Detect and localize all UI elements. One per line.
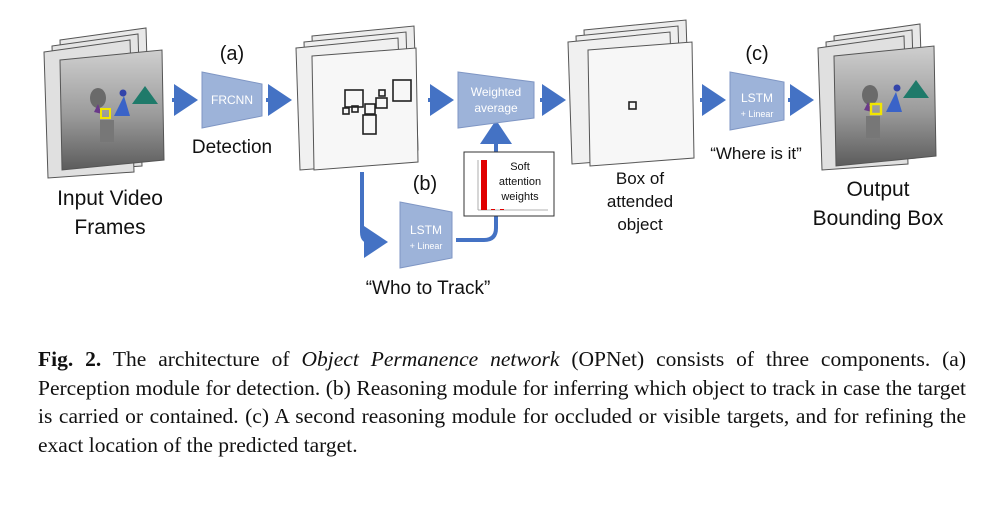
soft-attention-inset <box>463 151 555 217</box>
frcnn-label: FRCNN <box>211 93 253 107</box>
input-label-line1: Input Video <box>57 187 163 210</box>
lstm-c-label: LSTM <box>741 91 773 105</box>
box-label-line3: object <box>617 215 663 234</box>
output-label-line1: Output <box>846 178 909 201</box>
frcnn-trapezoid <box>201 71 263 129</box>
weighted-label-line2: average <box>474 101 518 115</box>
module-a-tag: (a) <box>220 43 244 65</box>
lstm-c-sublabel: + Linear <box>741 109 774 119</box>
lstm-b-trapezoid <box>399 201 453 269</box>
caption-italic-name: Object Permanence network <box>301 347 560 371</box>
module-c-tag: (c) <box>745 43 768 65</box>
box-label-line2: attended <box>607 192 673 211</box>
soft-attention-line3: weights <box>500 191 539 203</box>
figure-caption: Fig. 2. The architecture of Object Perma… <box>38 345 966 459</box>
caption-text-1: The architecture of <box>101 347 302 371</box>
caption-fig-number: Fig. 2. <box>38 347 102 371</box>
output-frames-stack <box>817 23 937 171</box>
output-label-line2: Bounding Box <box>813 207 944 230</box>
soft-attention-line1: Soft <box>510 161 530 173</box>
module-b-tag: (b) <box>413 173 437 195</box>
detection-frames-stack <box>295 25 419 171</box>
box-label-line1: Box of <box>616 169 664 188</box>
lstm-b-sublabel: + Linear <box>410 241 443 251</box>
who-to-track-label: “Who to Track” <box>366 278 491 299</box>
input-frames-stack <box>43 27 165 179</box>
input-label-line2: Frames <box>74 216 145 239</box>
architecture-diagram: Input Video Frames (a) FRCNN Detection (… <box>43 19 944 299</box>
attention-bar <box>481 160 487 210</box>
detection-label: Detection <box>192 137 272 158</box>
attended-box-frames-stack <box>567 19 695 167</box>
caption-text-2: (OPNet) consists of three components. (a… <box>38 347 967 457</box>
where-is-it-label: “Where is it” <box>710 144 802 163</box>
weighted-average-trapezoid <box>457 71 535 129</box>
arrow-detections-to-lstm-b <box>360 172 388 258</box>
weighted-label-line1: Weighted <box>471 85 521 99</box>
lstm-b-label: LSTM <box>410 223 442 237</box>
lstm-c-trapezoid <box>729 71 785 131</box>
arrow-lstm-b-to-weighted <box>456 120 512 242</box>
soft-attention-line2: attention <box>499 176 541 188</box>
